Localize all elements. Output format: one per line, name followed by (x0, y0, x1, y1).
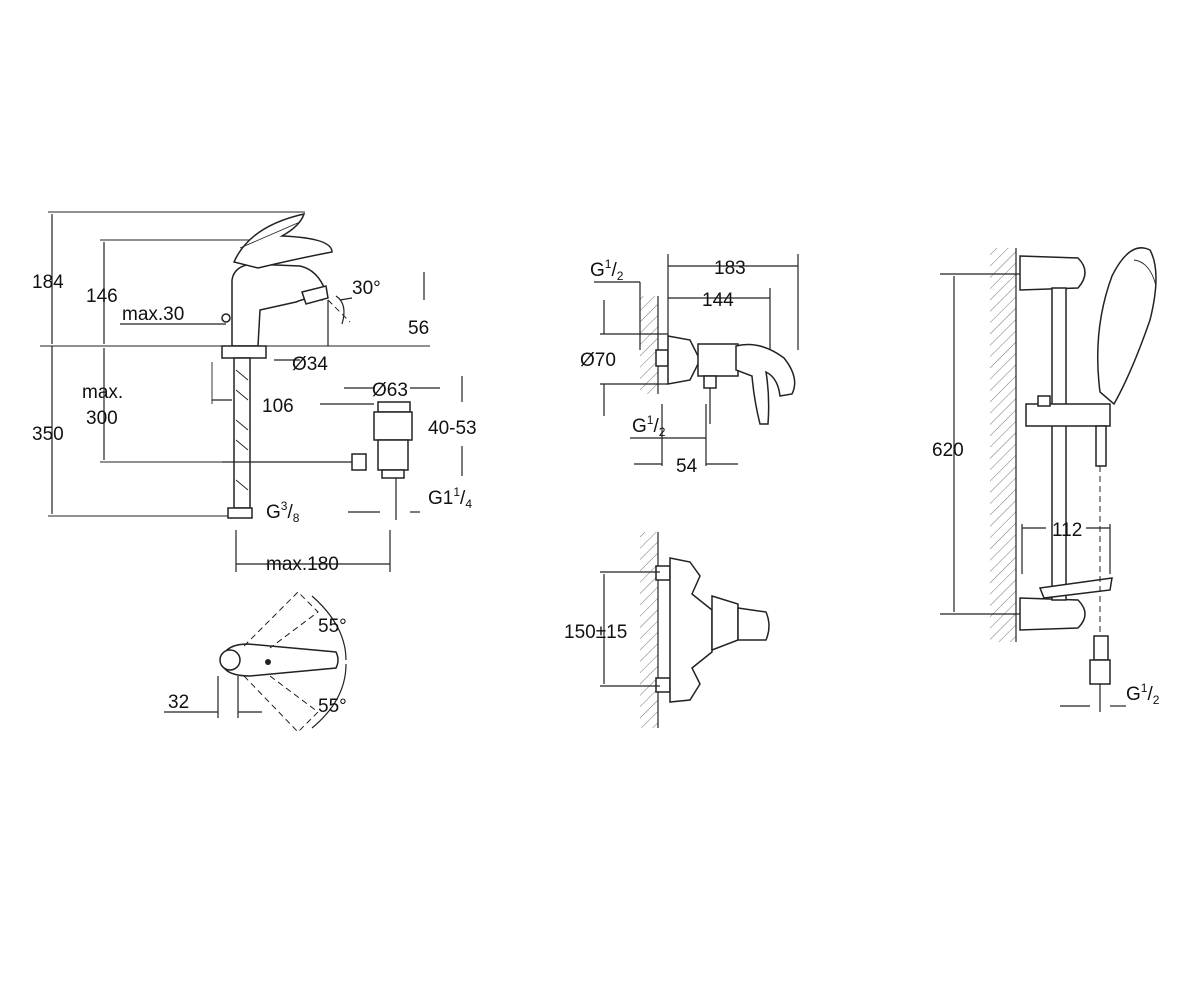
thread-g-3-8: G3/8 (266, 499, 300, 525)
dim-620: 620 (932, 440, 964, 461)
dim-max-30: max.30 (122, 304, 184, 325)
faucet-lever (232, 212, 333, 269)
shower-mixer-front-view: 150±15 (564, 532, 770, 728)
dim-56: 56 (408, 318, 429, 339)
dim-dia-34: Ø34 (292, 354, 328, 375)
dim-max-180: max.180 (266, 554, 339, 575)
dim-150-pm-15: 150±15 (564, 622, 627, 643)
shower-rail-set: 620 112 G1/2 (932, 247, 1160, 712)
basin-mixer-side-view: 184 146 max.30 30° 56 350 max. 300 Ø34 1… (32, 211, 477, 575)
dim-dia-70: Ø70 (580, 350, 616, 371)
dim-32: 32 (168, 692, 189, 713)
faucet-body (231, 263, 327, 347)
dim-dia-63: Ø63 (372, 380, 408, 401)
angle-55-upper: 55° (318, 616, 347, 637)
dim-184: 184 (32, 272, 64, 293)
thread-g-1-2-hose: G1/2 (1126, 681, 1160, 707)
dim-350: 350 (32, 424, 64, 445)
hand-shower (1096, 247, 1157, 406)
thread-g-1-2-top: G1/2 (590, 257, 624, 283)
dim-146: 146 (86, 286, 118, 307)
shower-mixer-side-view: G1/2 183 144 Ø70 G1/2 54 (580, 254, 799, 477)
thread-g-1-2-bottom: G1/2 (632, 413, 666, 439)
lever-top-view: 55° 55° 32 (164, 591, 347, 733)
dim-106: 106 (262, 396, 294, 417)
dim-40-53: 40-53 (428, 418, 477, 439)
label-max: max. (82, 382, 123, 403)
dim-300: 300 (86, 408, 118, 429)
angle-30: 30° (352, 278, 381, 299)
dim-183: 183 (714, 258, 746, 279)
dim-112: 112 (1052, 520, 1082, 541)
thread-g1-1-4: G11/4 (428, 485, 472, 511)
angle-55-lower: 55° (318, 696, 347, 717)
dim-54: 54 (676, 456, 698, 477)
dim-144: 144 (702, 290, 734, 311)
